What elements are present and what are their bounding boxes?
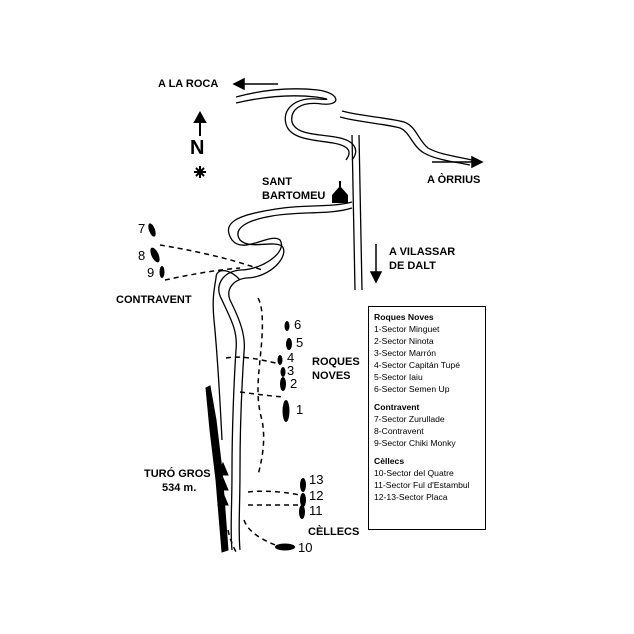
label-turo-gros-altitude: 534 m. [162, 482, 197, 494]
road-top [235, 88, 473, 166]
sector-number-4: 4 [287, 350, 295, 365]
label-a-vilassar: A VILASSAR [389, 246, 456, 258]
legend-item: 12-13-Sector Placa [374, 492, 448, 502]
road-main [351, 134, 363, 291]
legend-section-cellecs: Cèllecs 10-Sector del Quatre 11-Sector F… [374, 455, 480, 503]
north-label: N [190, 137, 205, 159]
legend-item: 9-Sector Chiki Monky [374, 438, 456, 448]
legend-item: 1-Sector Minguet [374, 324, 440, 334]
sector-markers [148, 223, 306, 551]
label-de-dalt: DE DALT [389, 260, 436, 272]
sector-number-5: 5 [296, 335, 304, 350]
legend-section-title: Roques Noves [374, 312, 434, 322]
legend-item: 7-Sector Zurullade [374, 414, 445, 424]
label-a-orrius: A ÒRRIUS [427, 174, 481, 186]
sector-number-9: 9 [147, 265, 155, 280]
sector-number-11: 11 [309, 503, 323, 518]
legend-item: 6-Sector Semen Up [374, 384, 450, 394]
legend-item: 4-Sector Capitán Tupé [374, 360, 460, 370]
label-roques: ROQUES [312, 356, 360, 368]
legend-item: 8-Contravent [374, 426, 424, 436]
sector-number-7: 7 [138, 221, 146, 236]
legend-item: 11-Sector Ful d'Estambul [374, 480, 470, 490]
legend-item: 10-Sector del Quatre [374, 468, 454, 478]
trails [159, 244, 301, 553]
legend-section-roques-noves: Roques Noves 1-Sector Minguet 2-Sector N… [374, 311, 480, 395]
arrows [232, 77, 484, 284]
sector-number-13: 13 [309, 472, 324, 487]
church-icon [332, 181, 348, 203]
label-turo-gros: TURÓ GROS [144, 468, 211, 480]
north-arrow-icon [193, 110, 207, 178]
sector-number-10: 10 [298, 540, 313, 555]
sector-number-2: 2 [290, 376, 298, 391]
road-west [212, 201, 353, 551]
label-a-la-roca: A LA ROCA [158, 78, 219, 90]
legend-item: 5-Sector Iaiu [374, 372, 423, 382]
label-cellecs: CÈLLECS [308, 526, 360, 538]
sector-number-12: 12 [309, 488, 324, 503]
label-noves: NOVES [312, 370, 351, 382]
legend-item: 3-Sector Marrón [374, 348, 437, 358]
sector-number-1: 1 [296, 402, 304, 417]
label-bartomeu: BARTOMEU [262, 190, 326, 202]
sector-number-6: 6 [294, 317, 302, 332]
legend-section-contravent: Contravent 7-Sector Zurullade 8-Contrave… [374, 401, 480, 449]
turo-gros-ridge [205, 385, 229, 553]
label-contravent: CONTRAVENT [116, 294, 192, 306]
sector-number-3: 3 [287, 363, 295, 378]
legend-section-title: Contravent [374, 402, 420, 412]
legend-box: Roques Noves 1-Sector Minguet 2-Sector N… [368, 306, 486, 530]
legend-item: 2-Sector Ninota [374, 336, 434, 346]
legend-section-title: Cèllecs [374, 456, 405, 466]
label-sant: SANT [262, 176, 292, 188]
sector-number-8: 8 [138, 248, 146, 263]
